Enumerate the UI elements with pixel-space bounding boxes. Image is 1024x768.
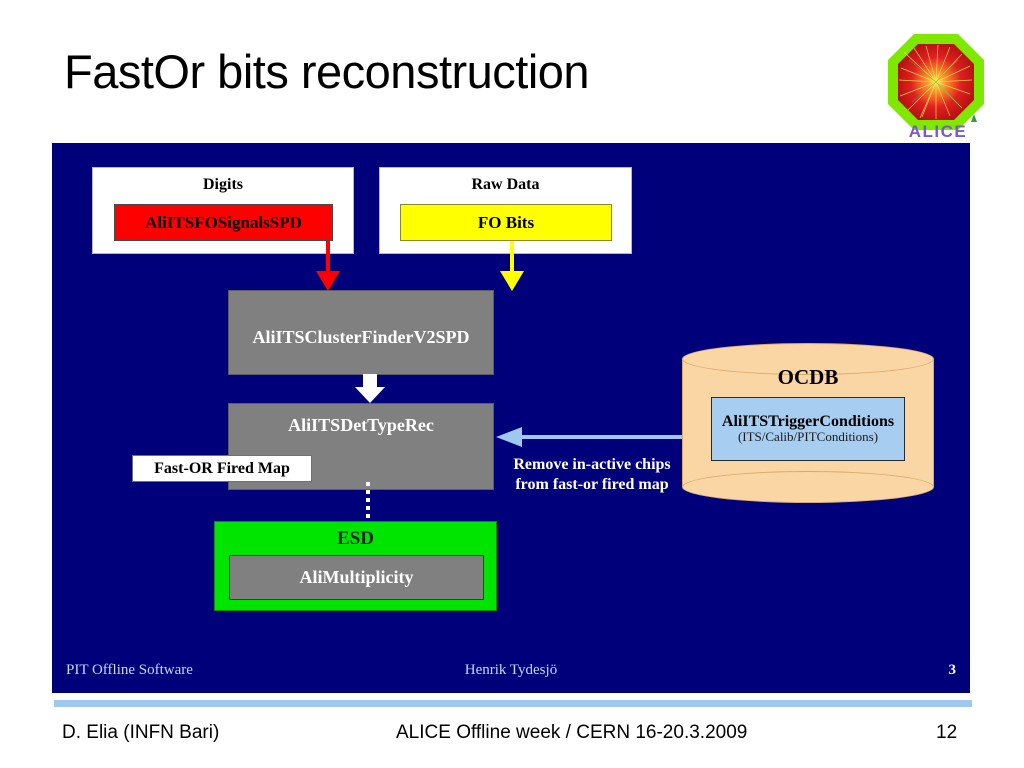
- node-esd[interactable]: ESD AliMultiplicity: [214, 521, 497, 611]
- alice-logo: ALICE: [884, 30, 992, 140]
- arrow-digits-to-clusterfinder: [316, 241, 340, 291]
- logo-wordmark: ALICE: [909, 122, 968, 140]
- footer-page-number: 12: [936, 722, 958, 743]
- annotation-line-2: from fast-or fired map: [515, 476, 669, 493]
- arrow-rawdata-to-clusterfinder: [500, 241, 524, 291]
- node-aliitsfosignalsspd[interactable]: AliITSFOSignalsSPD: [114, 204, 333, 241]
- raw-data-group-title: Raw Data: [471, 176, 540, 193]
- page-title: FastOr bits reconstruction: [64, 45, 590, 98]
- inner-footer-left: PIT Offline Software: [66, 662, 193, 678]
- node-esd-label: ESD: [337, 528, 374, 549]
- triggerconditions-path: (ITS/Calib/PITConditions): [737, 429, 879, 445]
- logo-accent-tree: [971, 114, 977, 122]
- triggerconditions-name: AliITSTriggerConditions: [721, 412, 895, 430]
- digits-group-title: Digits: [203, 176, 243, 193]
- node-dettyperec-label: AliITSDetTypeRec: [288, 415, 434, 435]
- footer-author: D. Elia (INFN Bari): [62, 722, 220, 743]
- annotation-remove-inactive-chips: Remove in-active chips from fast-or fire…: [492, 455, 692, 495]
- footer-event: ALICE Offline week / CERN 16-20.3.2009: [396, 722, 748, 743]
- node-alimultiplicity[interactable]: AliMultiplicity: [229, 555, 484, 600]
- arrow-ocdb-to-dettyperec: [496, 427, 688, 447]
- logo-tracks-green: [908, 59, 959, 105]
- ocdb-label: OCDB: [777, 365, 839, 389]
- footer-divider: [54, 700, 972, 707]
- ocdb-database-cylinder[interactable]: OCDB AliITSTriggerConditions (ITS/Calib/…: [682, 343, 934, 503]
- node-aliitsclusterfinderv2spd[interactable]: AliITSClusterFinderV2SPD: [228, 290, 494, 375]
- ocdb-cylinder-top: [682, 343, 934, 375]
- inner-footer-center: Henrik Tydesjö: [464, 662, 558, 678]
- embedded-slide: Digits AliITSFOSignalsSPD Raw Data FO Bi…: [52, 143, 970, 693]
- ocdb-cylinder-bottom: [682, 471, 934, 503]
- node-clusterfinder-label: AliITSClusterFinderV2SPD: [252, 327, 470, 347]
- node-fast-or-fired-map[interactable]: Fast-OR Fired Map: [132, 455, 312, 482]
- node-fo-bits[interactable]: FO Bits: [400, 204, 612, 241]
- arrow-clusterfinder-to-dettyperec: [355, 374, 385, 403]
- annotation-line-1: Remove in-active chips: [513, 456, 671, 473]
- node-aliitstriggerconditions[interactable]: AliITSTriggerConditions (ITS/Calib/PITCo…: [711, 397, 905, 461]
- alice-logo-graphic: ALICE: [888, 34, 984, 140]
- inner-footer-page-number: 3: [948, 662, 957, 678]
